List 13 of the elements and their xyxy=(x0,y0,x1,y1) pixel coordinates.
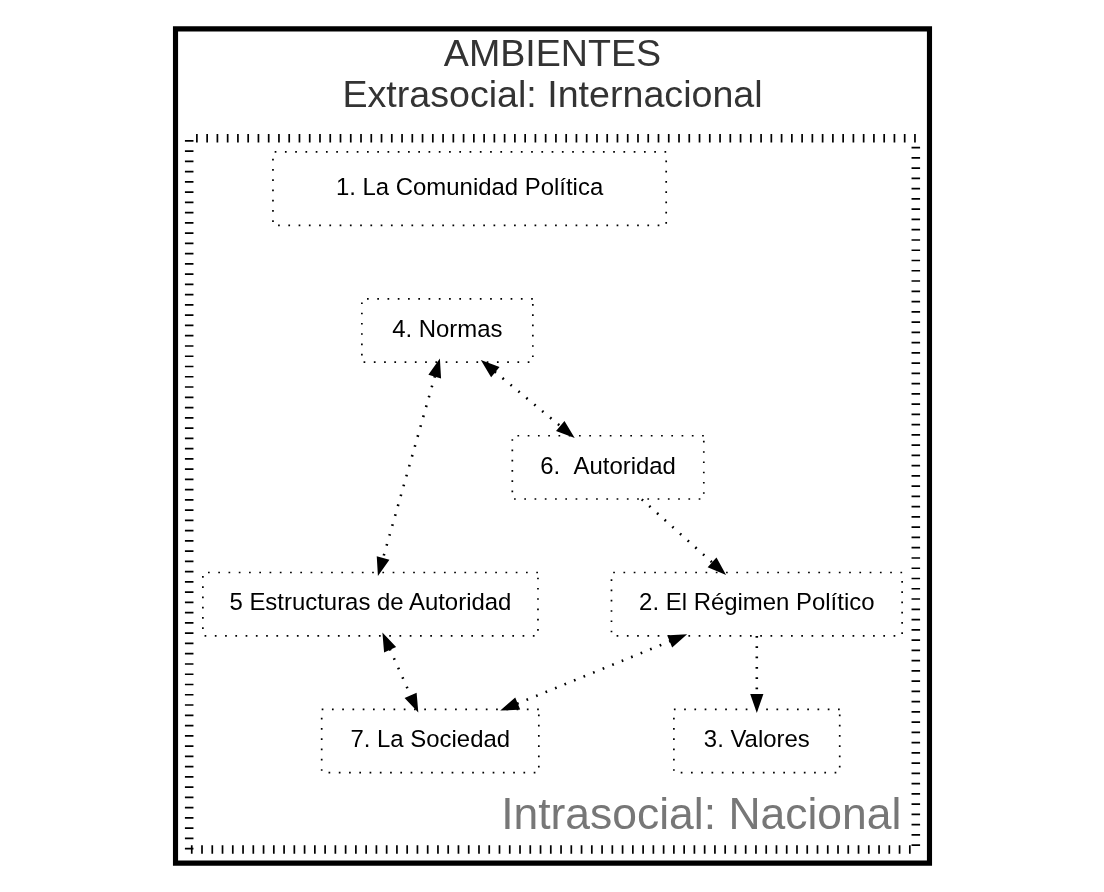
arrow xyxy=(376,358,441,577)
arrow xyxy=(749,636,763,713)
node-box: 2. El Régimen Político xyxy=(610,571,903,637)
node-box: 3. Valores xyxy=(672,708,841,774)
node-box: 1. La Comunidad Política xyxy=(271,151,667,227)
arrow xyxy=(381,632,418,713)
arrow xyxy=(499,634,687,711)
arrow xyxy=(480,360,575,438)
node-box: 5 Estructuras de Autoridad xyxy=(201,571,539,637)
node-box: 4. Normas xyxy=(360,298,534,364)
node-box: 6. Autoridad xyxy=(510,434,705,500)
node-box: 7. La Sociedad xyxy=(320,708,540,774)
arrow xyxy=(640,498,726,575)
